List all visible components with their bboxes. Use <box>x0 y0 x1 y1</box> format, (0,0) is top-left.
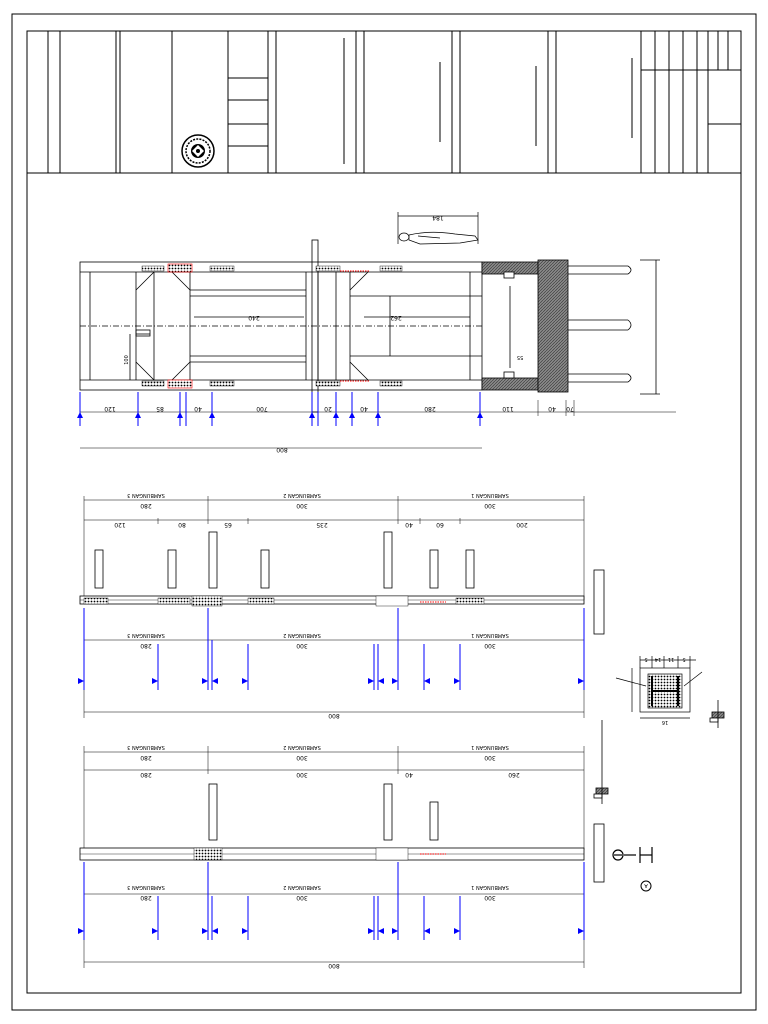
plan-view <box>79 239 483 413</box>
sub-dim: 80 <box>178 521 186 528</box>
plan-plates <box>141 263 403 389</box>
sub-dim: 40 <box>405 521 413 528</box>
sub-dim: 120 <box>114 521 126 528</box>
segment-label: SAMBUNGAN 3 <box>127 884 165 890</box>
plan-left-height: 100 <box>124 355 130 365</box>
segment-length: 280 <box>140 642 152 649</box>
detail-labels: 5 14 11 5 16 <box>644 656 685 725</box>
seal-emblem-icon <box>181 134 215 168</box>
segment-length: 300 <box>296 642 308 649</box>
segment-length: 300 <box>296 894 308 901</box>
detail-dim: 14 <box>655 656 661 662</box>
plan-dim-text: 120 <box>104 405 116 412</box>
detail-dim: 5 <box>682 656 685 662</box>
person-scale-figure <box>397 212 479 245</box>
sub-dim: 40 <box>405 771 413 778</box>
plan-overall-dim: 800 <box>276 446 288 453</box>
section-marker-a: A <box>640 880 652 892</box>
elevation-1 <box>78 496 605 718</box>
detail-bottom-dim: 16 <box>662 719 668 725</box>
bracket-detail <box>593 700 725 804</box>
h-section-symbol <box>612 847 653 863</box>
sub-dim: 65 <box>224 521 232 528</box>
sheet-border <box>11 13 757 1011</box>
segment-label: SAMBUNGAN 1 <box>471 744 509 750</box>
segment-length: 300 <box>484 642 496 649</box>
sub-dim: 60 <box>436 521 444 528</box>
plan-dim-labels: 120 85 40 700 20 40 280 110 40 70 800 <box>104 405 574 453</box>
plan-dim-text: 40 <box>360 405 368 412</box>
plan-dim-text: 85 <box>156 405 164 412</box>
sub-dim: 280 <box>140 771 152 778</box>
segment-length: 300 <box>484 754 496 761</box>
segment-length: 300 <box>296 502 308 509</box>
detail-dim: 5 <box>644 656 647 662</box>
elevation-1-labels: SAMBUNGAN 3 SAMBUNGAN 2 SAMBUNGAN 1 280 … <box>114 492 528 719</box>
segment-label: SAMBUNGAN 2 <box>283 492 321 498</box>
segment-length: 280 <box>140 894 152 901</box>
plan-dim-text: 110 <box>502 405 514 412</box>
sub-dim: 235 <box>316 521 328 528</box>
plan-hitch <box>481 259 660 395</box>
segment-length: 280 <box>140 502 152 509</box>
detail-dim: 11 <box>668 656 674 662</box>
plan-dim-240: 240 <box>248 314 260 321</box>
plan-dim-262: 262 <box>390 314 402 321</box>
sub-dim: 300 <box>296 771 308 778</box>
overall-dim: 800 <box>328 962 340 969</box>
segment-length: 280 <box>140 754 152 761</box>
segment-length: 300 <box>296 754 308 761</box>
segment-label: SAMBUNGAN 2 <box>283 744 321 750</box>
elevation-2-labels: SAMBUNGAN 3 SAMBUNGAN 2 SAMBUNGAN 1 280 … <box>127 744 520 969</box>
segment-length: 300 <box>484 502 496 509</box>
segment-length: 300 <box>484 894 496 901</box>
plan-dim-text: 40 <box>194 405 202 412</box>
segment-label: SAMBUNGAN 2 <box>283 884 321 890</box>
sub-dim: 200 <box>516 521 528 528</box>
section-detail <box>615 656 703 719</box>
segment-label: SAMBUNGAN 3 <box>127 492 165 498</box>
overall-dim: 800 <box>328 712 340 719</box>
plan-dim-text: 40 <box>548 405 556 412</box>
plan-dim-text: 280 <box>424 405 436 412</box>
sub-dim: 260 <box>508 771 520 778</box>
inner-dim-55: 55 <box>517 354 523 360</box>
marker-a-label: A <box>644 882 648 888</box>
segment-label: SAMBUNGAN 2 <box>283 632 321 638</box>
plan-dim-text: 20 <box>324 405 332 412</box>
segment-label: SAMBUNGAN 1 <box>471 492 509 498</box>
person-dim-label: 184 <box>432 214 444 221</box>
segment-label: SAMBUNGAN 3 <box>127 744 165 750</box>
title-block <box>26 30 742 174</box>
plan-dim-chain <box>77 392 676 449</box>
elevation-2 <box>78 746 605 968</box>
plan-dim-text: 700 <box>256 405 268 412</box>
plan-dim-text: 70 <box>566 405 574 412</box>
segment-label: SAMBUNGAN 3 <box>127 632 165 638</box>
segment-label: SAMBUNGAN 1 <box>471 632 509 638</box>
segment-label: SAMBUNGAN 1 <box>471 884 509 890</box>
